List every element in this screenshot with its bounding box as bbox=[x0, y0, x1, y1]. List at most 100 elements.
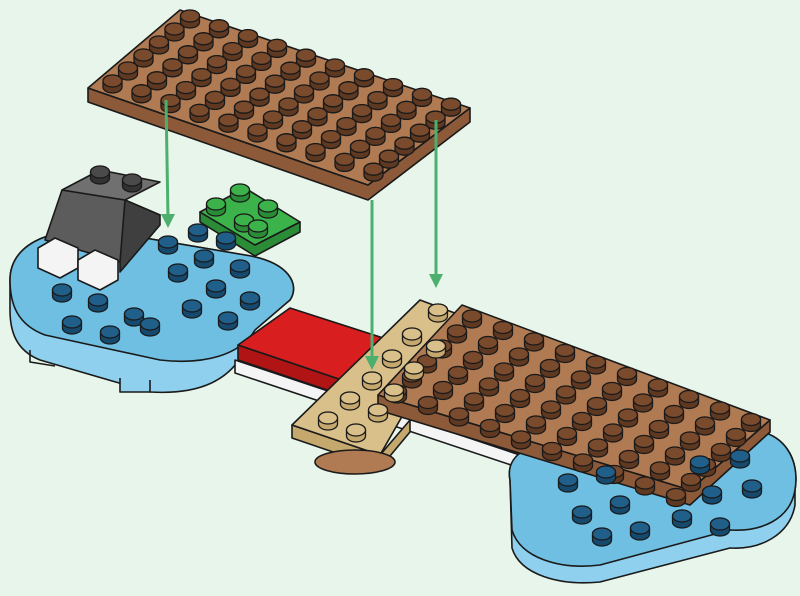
blue-stud bbox=[689, 455, 711, 475]
blue-stud bbox=[167, 263, 189, 283]
tan-stud bbox=[361, 371, 383, 391]
brown-stud bbox=[251, 51, 272, 72]
blue-stud bbox=[99, 325, 121, 345]
brown-stud bbox=[164, 22, 185, 42]
blue-stud bbox=[629, 521, 651, 541]
brown-stud bbox=[740, 412, 762, 433]
tan-plate-studs bbox=[317, 303, 449, 443]
brown-stud bbox=[409, 123, 431, 143]
tan-stud bbox=[381, 349, 403, 369]
brown-stud bbox=[617, 408, 639, 428]
blue-stud bbox=[741, 479, 763, 499]
brown-stud bbox=[382, 77, 404, 98]
blue-stud bbox=[595, 465, 617, 485]
brown-stud bbox=[448, 407, 470, 427]
brown-stud bbox=[291, 120, 313, 140]
brown-stud bbox=[380, 113, 402, 134]
brown-stud bbox=[510, 430, 532, 450]
brown-stud bbox=[334, 152, 355, 173]
brown-stud bbox=[353, 68, 375, 88]
brown-stud bbox=[494, 403, 516, 424]
tan-stud bbox=[425, 339, 447, 359]
blue-stud bbox=[139, 317, 161, 337]
brown-stud bbox=[679, 431, 701, 451]
brown-stud bbox=[417, 395, 439, 416]
blue-stud bbox=[729, 449, 751, 469]
dark-gray-slope bbox=[44, 169, 161, 273]
brown-stud bbox=[634, 476, 656, 496]
brown-stud bbox=[493, 362, 515, 382]
gray-slope-studs bbox=[89, 165, 143, 193]
floating-brown-plate-studs bbox=[102, 9, 462, 182]
brown-stud bbox=[477, 335, 499, 356]
brown-stud bbox=[632, 393, 654, 413]
blue-stud bbox=[217, 311, 239, 331]
tan-stud bbox=[427, 303, 449, 323]
brown-stud bbox=[539, 358, 561, 379]
brown-stud bbox=[222, 41, 243, 62]
placement-arrow bbox=[161, 99, 175, 228]
brown-stud bbox=[148, 35, 170, 55]
brown-stud bbox=[131, 84, 152, 104]
gray-stud bbox=[89, 165, 111, 185]
brown-stud bbox=[525, 415, 547, 435]
blue-stud bbox=[229, 259, 251, 279]
brown-stud bbox=[440, 97, 462, 117]
brown-stud bbox=[570, 370, 592, 390]
brown-stud bbox=[694, 416, 716, 436]
brown-stud bbox=[709, 401, 731, 421]
tan-plate-support bbox=[314, 449, 396, 475]
brown-stud bbox=[264, 74, 286, 94]
brown-stud bbox=[665, 487, 687, 508]
brown-stud bbox=[322, 94, 344, 114]
brown-stud bbox=[571, 411, 593, 432]
brown-stud bbox=[601, 381, 623, 402]
blue-stud bbox=[157, 235, 179, 255]
brown-stud bbox=[572, 453, 594, 473]
brown-stud bbox=[509, 388, 531, 409]
gray-slope-side bbox=[119, 199, 161, 273]
tan-stud bbox=[317, 411, 339, 431]
brown-stud bbox=[177, 45, 199, 65]
gray-stud bbox=[121, 173, 143, 193]
brown-stud bbox=[710, 442, 732, 463]
brown-stud bbox=[349, 139, 371, 160]
blue-stud bbox=[123, 307, 145, 327]
brown-stud bbox=[204, 90, 226, 111]
brown-stud bbox=[556, 426, 578, 447]
brown-stud bbox=[585, 355, 607, 375]
brown-stud bbox=[462, 350, 484, 371]
brown-stud bbox=[324, 58, 346, 78]
brown-stud bbox=[425, 110, 446, 130]
placed-brown-plate-studs bbox=[386, 309, 762, 508]
brown-stud bbox=[555, 385, 577, 405]
brown-stud bbox=[280, 61, 301, 81]
brown-stud bbox=[336, 116, 357, 137]
brown-stud bbox=[461, 309, 483, 329]
brown-stud bbox=[146, 71, 168, 91]
brown-stud bbox=[160, 93, 181, 114]
blue-stud bbox=[181, 299, 203, 319]
brown-stud bbox=[524, 373, 546, 394]
blue-stud bbox=[61, 315, 83, 335]
blue-stud bbox=[671, 509, 693, 529]
blue-stud bbox=[591, 527, 613, 547]
tan-stud bbox=[345, 423, 367, 443]
brown-stud bbox=[647, 378, 669, 398]
placement-arrows bbox=[161, 99, 443, 370]
brown-stud bbox=[206, 54, 228, 75]
white-slope bbox=[77, 249, 119, 291]
brown-stud bbox=[378, 149, 400, 169]
blue-stud bbox=[571, 505, 593, 525]
brown-stud bbox=[725, 427, 747, 448]
brown-stud bbox=[363, 162, 384, 182]
brown-stud bbox=[179, 9, 201, 29]
tan-stud bbox=[339, 391, 361, 411]
brown-stud bbox=[175, 80, 197, 101]
green-stud bbox=[229, 183, 251, 203]
blue-stud bbox=[187, 223, 209, 243]
green-stud bbox=[247, 219, 269, 239]
brown-stud bbox=[117, 61, 139, 81]
brown-stud bbox=[508, 347, 530, 367]
